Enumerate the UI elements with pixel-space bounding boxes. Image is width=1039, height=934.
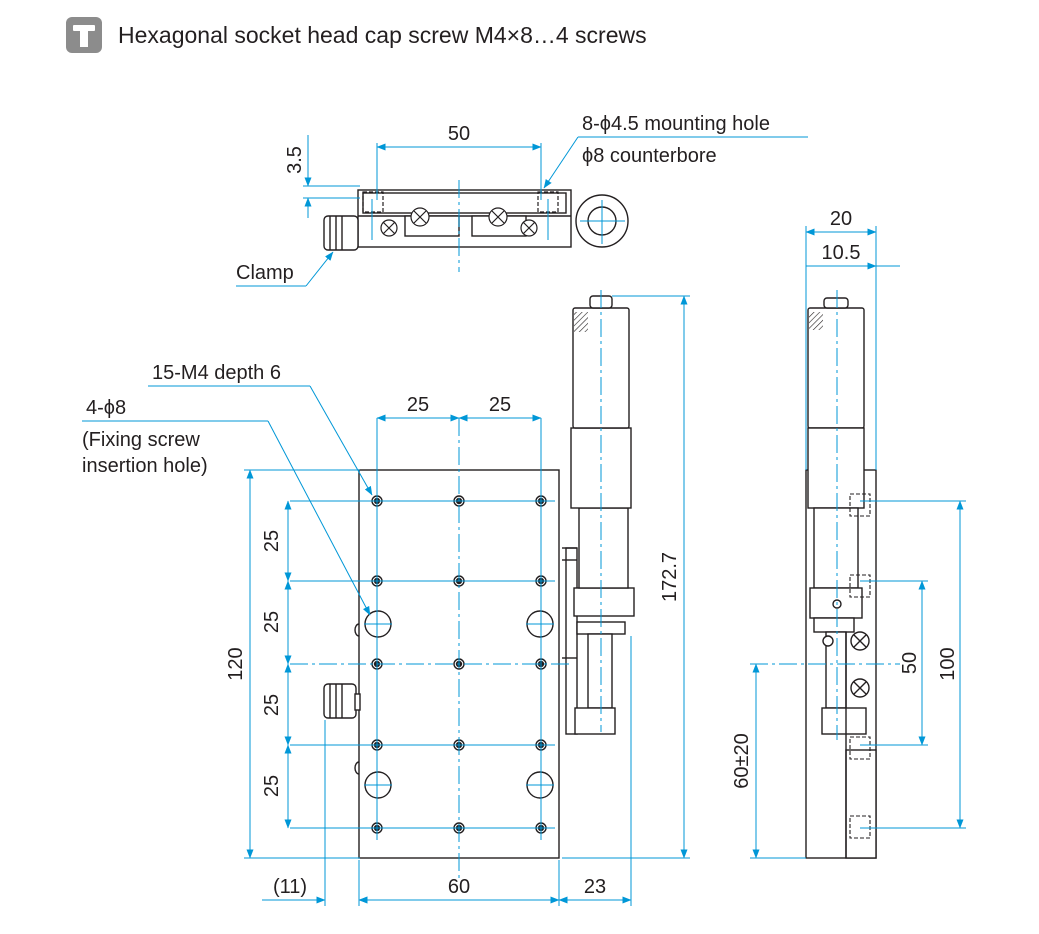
micrometer-width-dim: 23 (584, 876, 606, 898)
side-height-dim: 100 (937, 647, 959, 680)
counterbore-label: ϕ8 counterbore (582, 145, 717, 167)
pitch-x-2: 25 (489, 394, 511, 416)
tap-label: 15-M4 depth 6 (152, 362, 281, 384)
hole-note-line1: (Fixing screw (82, 429, 200, 451)
pitch-x-1: 25 (407, 394, 429, 416)
stage-height-dim: 60±20 (731, 733, 753, 788)
screw-icon (66, 17, 102, 53)
pitch-y-2: 25 (261, 611, 283, 633)
pitch-y-1: 25 (261, 530, 283, 552)
top-height-dim: 3.5 (284, 146, 306, 174)
header-text: Hexagonal socket head cap screw M4×8…4 s… (118, 21, 647, 48)
total-height-dim: 172.7 (659, 552, 681, 602)
pitch-y-4: 25 (261, 775, 283, 797)
side-width-dim: 20 (830, 208, 852, 230)
hole-note-line2: insertion hole) (82, 455, 208, 477)
header: Hexagonal socket head cap screw M4×8…4 s… (66, 15, 647, 55)
hole-label: 4-ϕ8 (86, 397, 126, 419)
side-view: 20 10.5 50 100 60±20 (731, 208, 966, 859)
overall-height-dim: 120 (225, 647, 247, 680)
width-dim: 60 (448, 876, 470, 898)
clamp-label: Clamp (236, 262, 294, 284)
front-view: 25 25 25 25 25 25 120 172.7 60 23 (11) 1… (82, 290, 690, 906)
pitch-y-3: 25 (261, 694, 283, 716)
side-half-width-dim: 10.5 (822, 242, 861, 264)
top-view: 50 3.5 8-ϕ4.5 mounting hole ϕ8 counterbo… (236, 113, 808, 287)
mounting-hole-label: 8-ϕ4.5 mounting hole (582, 113, 770, 135)
top-width-dim: 50 (448, 123, 470, 145)
offset-left-dim: (11) (273, 876, 307, 898)
travel-dim: 50 (899, 652, 921, 674)
